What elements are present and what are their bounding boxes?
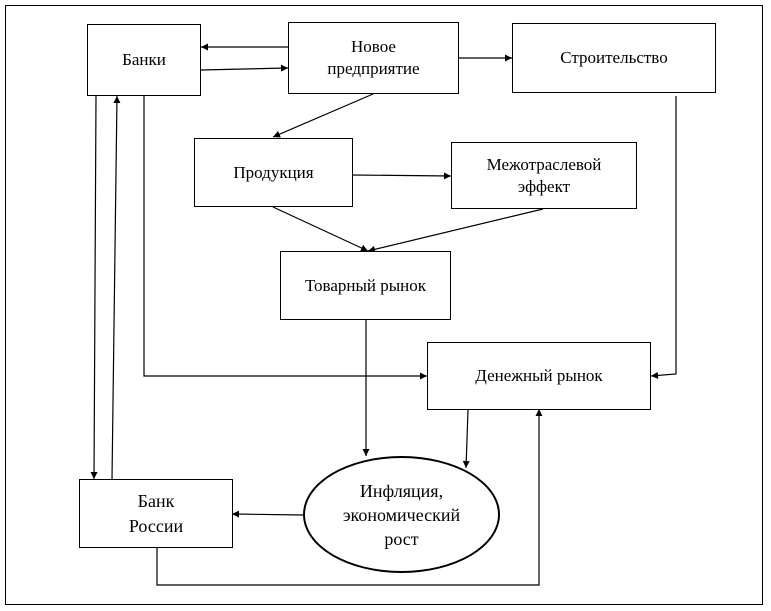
edge-new-enterprise-to-products [272,93,374,138]
node-commodity-market: Товарный рынок [280,251,451,320]
node-intersectoral-effect: Межотраслевой эффект [451,142,637,209]
edge-banks-to-new-enterprise [200,64,289,72]
node-bank-of-russia: Банк России [79,479,233,548]
edge-inflation-to-bank-of-russia [231,510,304,518]
edge-banks-to-bank-of-russia [90,95,98,480]
edge-money-market-to-inflation [462,409,470,469]
node-products: Продукция [194,138,353,207]
node-banks: Банки [87,24,201,96]
outer-frame [5,5,763,605]
edge-bank-of-russia-to-money-market [156,409,543,586]
node-money-market: Денежный рынок [427,342,651,410]
node-inflation-economic-growth: Инфляция, экономический рост [303,456,500,573]
edge-banks-to-money-market [143,96,427,380]
node-new-enterprise: Новое предприятие [288,22,459,94]
edge-construction-to-money-market [650,96,677,379]
edge-products-to-commodity-market [272,206,369,252]
node-construction: Строительство [512,23,716,93]
edge-bank-of-russia-to-banks [111,95,121,480]
edge-intersectoral-to-commodity-market [367,208,544,253]
edge-products-to-intersectoral [352,172,452,180]
